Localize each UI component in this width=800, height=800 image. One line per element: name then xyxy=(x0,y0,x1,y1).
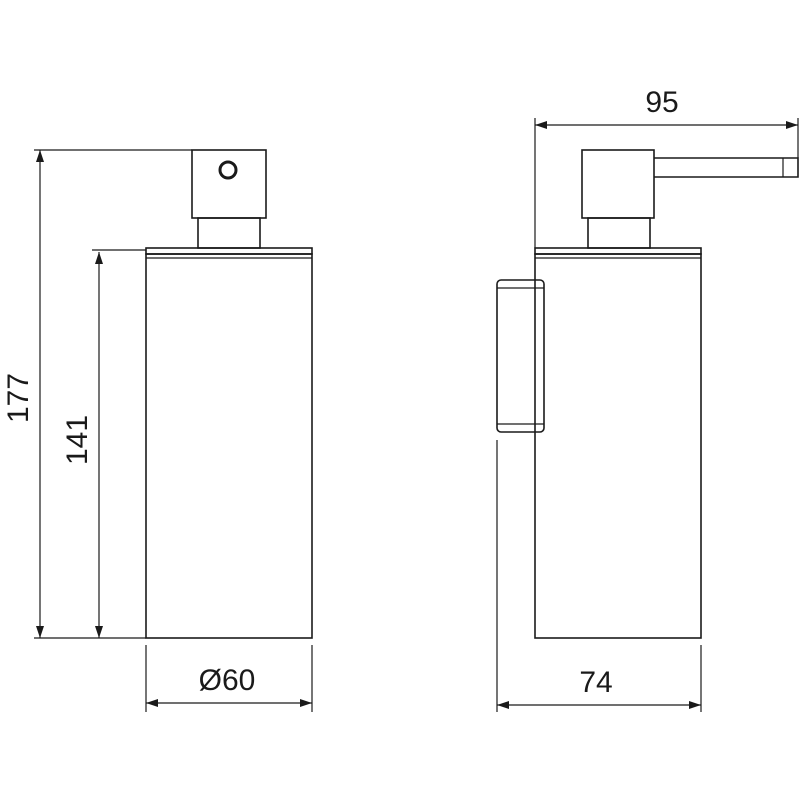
front-pump-head xyxy=(191,149,267,219)
front-view xyxy=(145,149,313,639)
side-body xyxy=(534,253,702,639)
side-spout xyxy=(654,157,799,178)
front-nozzle-hole xyxy=(218,160,238,180)
overall-height-label: 177 xyxy=(2,373,35,423)
front-dimensions: 177 141 Ø60 xyxy=(2,149,313,712)
front-lid xyxy=(145,247,313,255)
overall-depth-label: 95 xyxy=(645,86,678,119)
side-neck xyxy=(587,217,651,249)
side-dimensions: 95 74 xyxy=(496,86,799,712)
body-depth-label: 74 xyxy=(579,666,612,699)
side-lid xyxy=(534,247,702,255)
body-height-label: 141 xyxy=(61,415,94,465)
diameter-label: Ø60 xyxy=(199,664,256,697)
side-pump-head xyxy=(581,149,655,219)
front-body xyxy=(145,253,313,639)
front-neck xyxy=(197,217,261,249)
wall-bracket xyxy=(496,279,545,433)
side-view xyxy=(496,149,799,639)
